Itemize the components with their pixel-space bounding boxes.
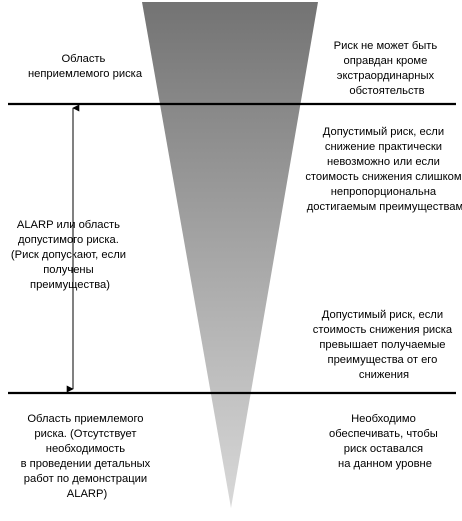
risk-triangle bbox=[142, 2, 318, 508]
label-alarp-region: ALARP или область допустимого риска. (Ри… bbox=[11, 219, 129, 291]
label-unacceptable-region: Область неприемлемого риска bbox=[28, 53, 143, 80]
label-unacceptable-justification: Риск не может быть оправдан кроме экстра… bbox=[334, 40, 441, 97]
label-tolerable-impractical: Допустимый риск, если снижение практичес… bbox=[305, 126, 462, 213]
label-tolerable-cost: Допустимый риск, если стоимость снижения… bbox=[313, 309, 456, 381]
label-acceptable-region: Область приемлемого риска. (Отсутствует … bbox=[21, 413, 154, 500]
label-acceptable-maintain: Необходимо обеспечивать, чтобы риск оста… bbox=[329, 413, 441, 470]
